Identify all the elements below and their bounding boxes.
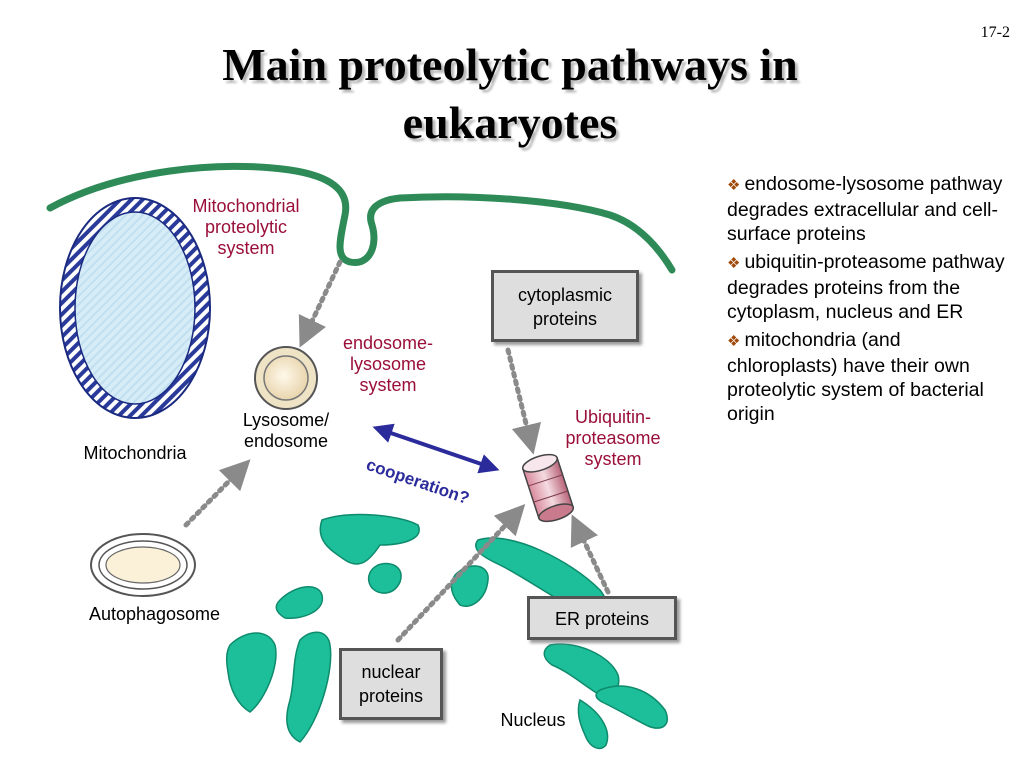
plasma-membrane: [46, 162, 676, 274]
endosome-system-label: endosome- lysosome system: [342, 333, 434, 395]
pathway-arrows: [183, 259, 611, 643]
nuclear-proteins-box: nuclear proteins: [339, 648, 443, 720]
arrow-cytoplasmic-to-proteasome: [505, 347, 542, 455]
proteasome-icon: [521, 453, 575, 523]
autophagosome-label: Autophagosome: [88, 604, 221, 624]
arrow-nuclear-to-proteasome: [395, 504, 526, 643]
cooperation-arrow: [372, 423, 500, 474]
lysosome-label: Lysosome/ endosome: [242, 410, 330, 451]
ubiquitin-system-label: Ubiquitin- proteasome system: [565, 407, 661, 469]
bullet-item: ❖mitochondria (and chloroplasts) have th…: [727, 329, 984, 425]
title-line-2: eukaryotes: [402, 97, 618, 148]
diamond-bullet-icon: ❖: [727, 177, 741, 194]
title-line-1: Main proteolytic pathways in: [222, 39, 798, 90]
er-proteins-box: ER proteins: [527, 596, 677, 640]
slide-title: Main proteolytic pathways in eukaryotes: [150, 36, 870, 152]
autophagosome-icon: [90, 533, 196, 597]
mitochondrion: [59, 197, 211, 419]
mitochondrial-system-label: Mitochondrial proteolytic system: [192, 196, 300, 258]
diamond-bullet-icon: ❖: [727, 255, 741, 272]
arrow-er-to-proteasome: [570, 514, 611, 595]
bullet-list: ❖endosome-lysosome pathway degrades extr…: [727, 172, 1007, 430]
arrow-autophagosome-to-lysosome: [183, 459, 251, 528]
cytoplasmic-proteins-box: cytoplasmic proteins: [491, 270, 639, 342]
mitochondria-label: Mitochondria: [83, 443, 187, 463]
arrow-membrane-to-lysosome: [298, 259, 343, 348]
bullet-item: ❖ubiquitin-proteasome pathway degrades p…: [727, 251, 1005, 323]
page-number: 17-2: [980, 24, 1010, 41]
diamond-bullet-icon: ❖: [727, 333, 741, 350]
lysosome-icon: [254, 346, 318, 410]
bullet-item: ❖endosome-lysosome pathway degrades extr…: [727, 173, 1003, 245]
nucleus-label: Nucleus: [500, 710, 566, 730]
